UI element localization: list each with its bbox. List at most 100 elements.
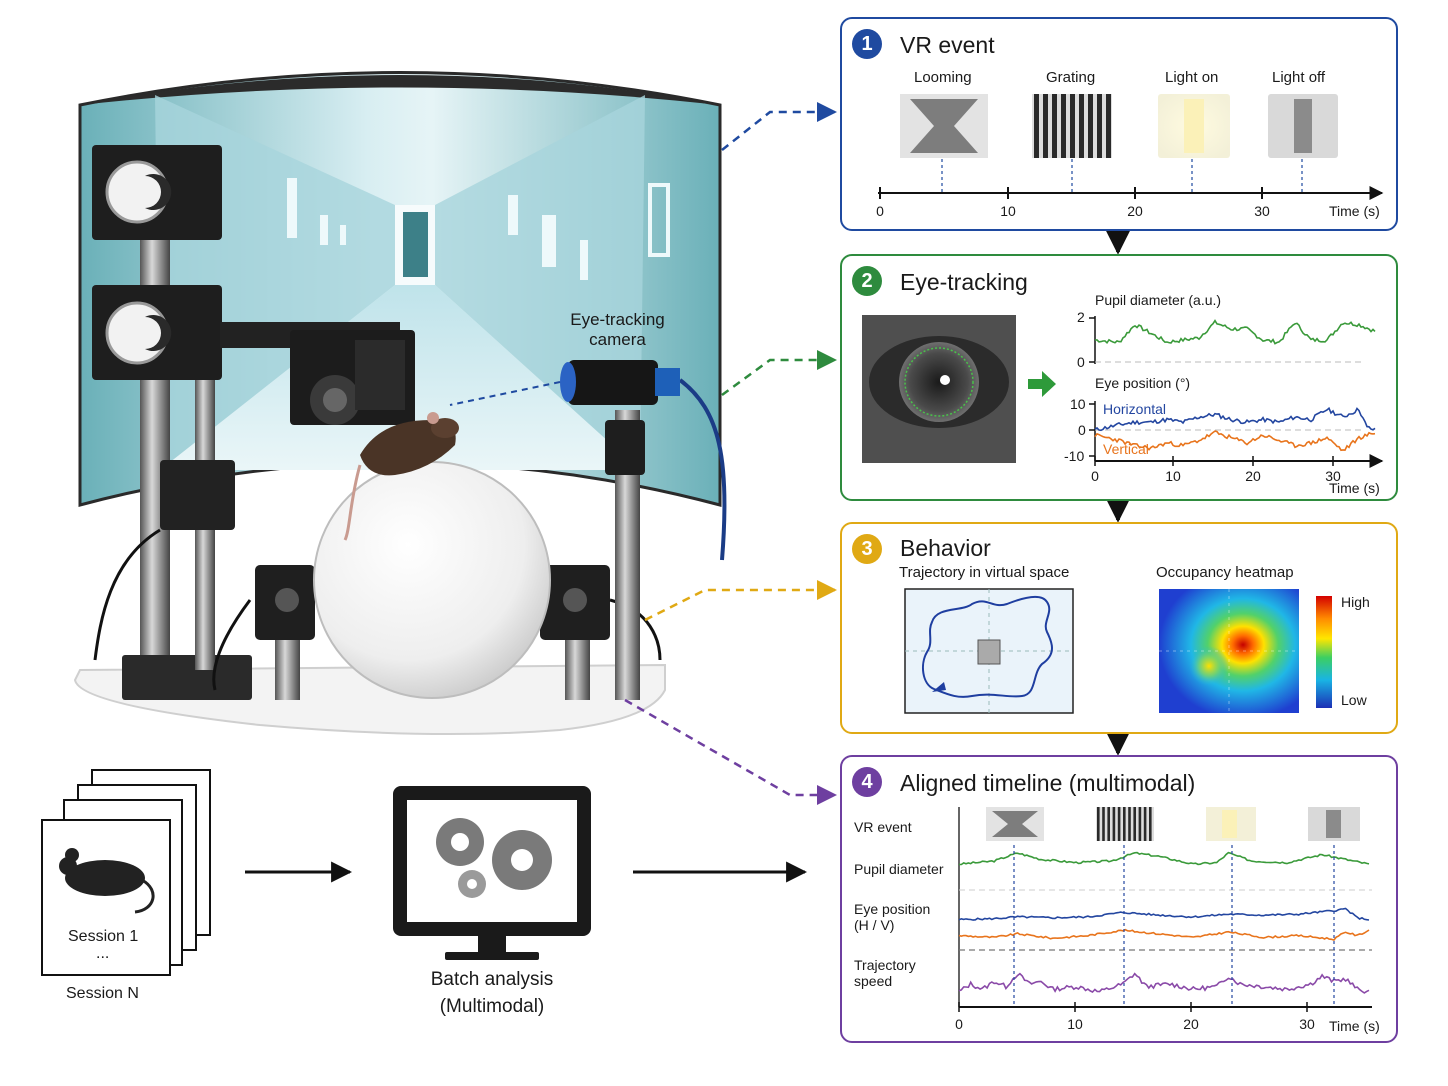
stimulus-label: Light on: [1165, 69, 1219, 86]
connector-vr-event: [721, 102, 837, 151]
heatmap-label: Occupancy heatmap: [1156, 564, 1294, 581]
grating-stripe: [1138, 807, 1142, 841]
axis-unit-label: Time (s): [1329, 1018, 1380, 1034]
grating-stripe: [1133, 807, 1136, 841]
y-tick: -10: [1064, 448, 1085, 464]
grating-thumbnail: [1096, 807, 1154, 841]
axis-tick: 10: [1067, 1016, 1083, 1032]
grating-stripe: [1117, 807, 1121, 841]
row-label: Pupil diameter: [854, 861, 944, 877]
batch-analysis-label: Batch analysis (Multimodal): [430, 969, 554, 1017]
vr-event-timeline: [878, 94, 1384, 200]
occupancy-heatmap: [1159, 589, 1299, 713]
session-ellipsis: ...: [96, 945, 110, 962]
axis-tick: 0: [876, 203, 884, 219]
axis-tick: 20: [1183, 1016, 1199, 1032]
grating-stripe: [1123, 807, 1126, 841]
axis-tick: 10: [1165, 468, 1181, 484]
panel-vr-event: 1 VR event Looming Grating Light on Ligh…: [840, 17, 1398, 231]
axis-unit-label: Time (s): [1329, 203, 1380, 219]
grating-stripe: [1097, 807, 1100, 841]
legend-vertical: Vertical: [1103, 441, 1149, 457]
panel-title: Behavior: [900, 535, 991, 561]
grating-stripe: [1106, 94, 1111, 158]
panel-title: Eye-tracking: [900, 269, 1028, 295]
grating-stripe: [1149, 807, 1152, 841]
colorbar-high: High: [1341, 594, 1370, 610]
behavior-content: [904, 588, 1332, 714]
row-label: Eye position (H / V): [854, 901, 931, 933]
pupil-diameter-label: Pupil diameter (a.u.): [1095, 292, 1222, 308]
axis-tick: 20: [1245, 468, 1261, 484]
vertical-row-line: [958, 928, 1370, 942]
panel-eye-tracking: 2 Eye-tracking: [840, 254, 1398, 501]
connector-eye-tracking: [721, 350, 837, 397]
axis-tick: 0: [1091, 468, 1099, 484]
projector-tower: [92, 145, 252, 700]
y-tick: 0: [1077, 354, 1085, 370]
grating-stripe: [1143, 807, 1147, 841]
grating-stripe: [1102, 807, 1105, 841]
stimulus-label: Grating: [1046, 69, 1096, 86]
legend-horizontal: Horizontal: [1103, 401, 1167, 417]
camera-label: Eye-tracking camera: [570, 310, 665, 349]
grating-stripe: [1088, 94, 1093, 158]
grating-stripe: [1070, 94, 1075, 158]
grating-stripe: [1128, 807, 1131, 841]
grating-stripe: [1097, 94, 1102, 158]
axis-tick: 30: [1254, 203, 1270, 219]
horizontal-line: [1094, 406, 1376, 432]
trajectory-map: [904, 588, 1074, 714]
y-tick: 0: [1078, 422, 1086, 438]
axis-tick: 30: [1325, 468, 1341, 484]
panel-title: VR event: [900, 32, 995, 58]
pupil-diameter-line: [1094, 319, 1376, 345]
connector-behavior: [644, 580, 837, 622]
monitor-icon: [393, 786, 591, 960]
mouse-icon: [59, 848, 155, 914]
speed-row-line: [958, 972, 1370, 994]
panel-number-badge: 1: [852, 29, 882, 59]
axis-tick: 20: [1127, 203, 1143, 219]
eye-tracking-camera: [560, 360, 680, 700]
grating-stimulus: [1032, 94, 1112, 158]
y-tick: 2: [1077, 309, 1085, 325]
pupil-trace: [1094, 319, 1376, 345]
grating-stripe: [1061, 94, 1066, 158]
looming-stimulus: [900, 94, 988, 158]
head-fixation-arm: [220, 322, 415, 425]
aligned-traces: [958, 851, 1370, 994]
eye-tracking-content: [862, 315, 1384, 468]
axis-tick: 30: [1299, 1016, 1315, 1032]
pupil-row-line: [959, 851, 1370, 866]
mouse-on-ball: [343, 412, 459, 541]
y-tick: 10: [1070, 396, 1086, 412]
panel-number-badge: 2: [852, 266, 882, 296]
styrofoam-ball: [313, 461, 551, 699]
panel-aligned-timeline: 4 Aligned timeline (multimodal) VR event…: [840, 755, 1398, 1043]
panel-title: Aligned timeline (multimodal): [900, 770, 1196, 796]
grating-stripe: [1112, 807, 1116, 841]
trajectory-label: Trajectory in virtual space: [899, 564, 1070, 581]
aligned-timeline-chart: [958, 807, 1372, 1012]
ball-sensor-right: [540, 565, 610, 700]
eye-position-traces: [1094, 406, 1376, 452]
grating-stripe: [1079, 94, 1084, 158]
axis-tick: 10: [1000, 203, 1016, 219]
session-first-label: Session 1: [68, 928, 139, 945]
arrow-icon: [1028, 371, 1056, 397]
stimulus-label: Light off: [1272, 69, 1326, 86]
session-stack: [41, 769, 211, 976]
session-last-label: Session N: [66, 985, 139, 1002]
axis-unit-label: Time (s): [1329, 480, 1380, 496]
light-on-stimulus: [1158, 94, 1230, 158]
grating-stripe: [1107, 807, 1110, 841]
ball-sensor-left: [255, 565, 315, 700]
gear-icon: [436, 818, 552, 898]
colorbar: [1316, 596, 1332, 708]
row-label: Trajectory speed: [854, 957, 916, 989]
camera-sightline: [449, 381, 561, 406]
colorbar-low: Low: [1341, 692, 1367, 708]
row-label: VR event: [854, 819, 912, 835]
